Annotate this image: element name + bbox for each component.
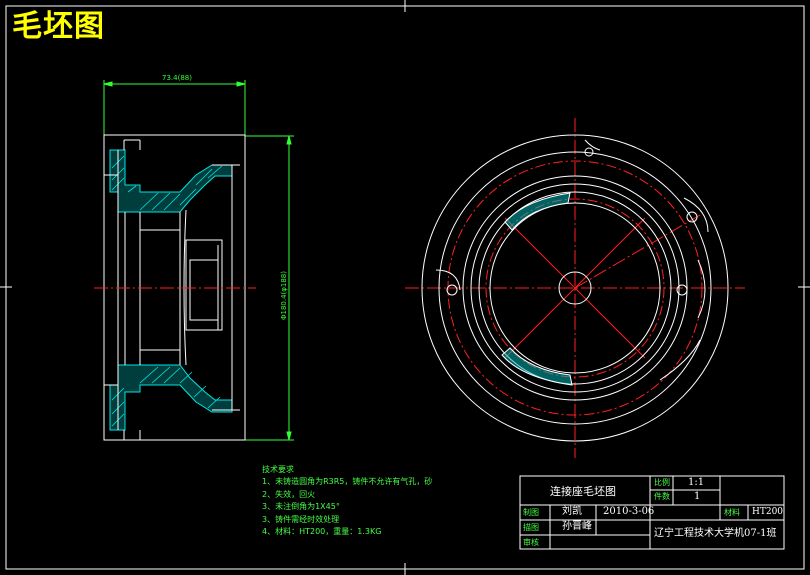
- quantity-value: 1: [694, 491, 701, 502]
- drawn-label: 制图: [523, 508, 539, 517]
- title-block-grid: [519, 475, 785, 550]
- material-value: HT200: [752, 507, 784, 517]
- school-name: 辽宁工程技术大学机07-1班: [654, 528, 777, 539]
- front-centerline-diag-3: [574, 214, 701, 289]
- technical-note-line: 1、未铸造圆角为R3R5，铸件不允许有气孔，砂: [262, 477, 433, 487]
- quantity-label: 件数: [654, 492, 670, 501]
- hub-circle: [558, 271, 592, 305]
- scale-value: 1:1: [688, 477, 705, 488]
- section-hatch: [109, 149, 233, 431]
- diameter-dimension: [245, 135, 294, 441]
- inner-circle: [489, 202, 661, 374]
- designed-label: 描图: [523, 523, 539, 532]
- inner-pitch-circle: [485, 198, 665, 378]
- technical-note-line: 3、铸件需经时效处理: [262, 514, 340, 524]
- width-dimension: [103, 80, 246, 135]
- pitch-circle: [447, 160, 703, 416]
- technical-note-line: 4、材料：HT200，重量：1.3KG: [262, 527, 382, 537]
- inner-bore-circle: [478, 191, 672, 385]
- drawing-title: 毛坯图: [12, 9, 105, 44]
- drawn-date: 2010-3-06: [603, 506, 655, 517]
- technical-note-line: 3、未注倒角为1X45°: [262, 502, 340, 512]
- part-name: 连接座毛坯图: [550, 485, 616, 498]
- technical-notes-heading: 技术要求: [262, 465, 294, 474]
- technical-notes: 技术要求 1、未铸造圆角为R3R5，铸件不允许有气孔，砂 2、失效，回火 3、未…: [262, 464, 432, 538]
- upper-arc-slot: [504, 192, 571, 231]
- mounting-lugs: [435, 139, 709, 381]
- section-view: 73.4(88) Φ180.4(φ188): [94, 74, 294, 441]
- front-view: [405, 118, 745, 458]
- technical-note-line: 2、失效，回火: [262, 489, 316, 499]
- diameter-dimension-text: Φ180.4(φ188): [280, 271, 288, 320]
- flange-circle: [438, 151, 712, 425]
- lower-arc-slot: [501, 347, 573, 386]
- designed-name: 孙晋峰: [562, 521, 592, 532]
- scale-label: 比例: [654, 478, 670, 487]
- drawn-name: 刘凯: [562, 506, 582, 517]
- boss-circle-2: [470, 183, 680, 393]
- material-label: 材料: [724, 508, 740, 517]
- outer-rim-circle: [421, 134, 729, 442]
- checked-label: 审核: [523, 538, 539, 547]
- width-dimension-text: 73.4(88): [162, 74, 192, 82]
